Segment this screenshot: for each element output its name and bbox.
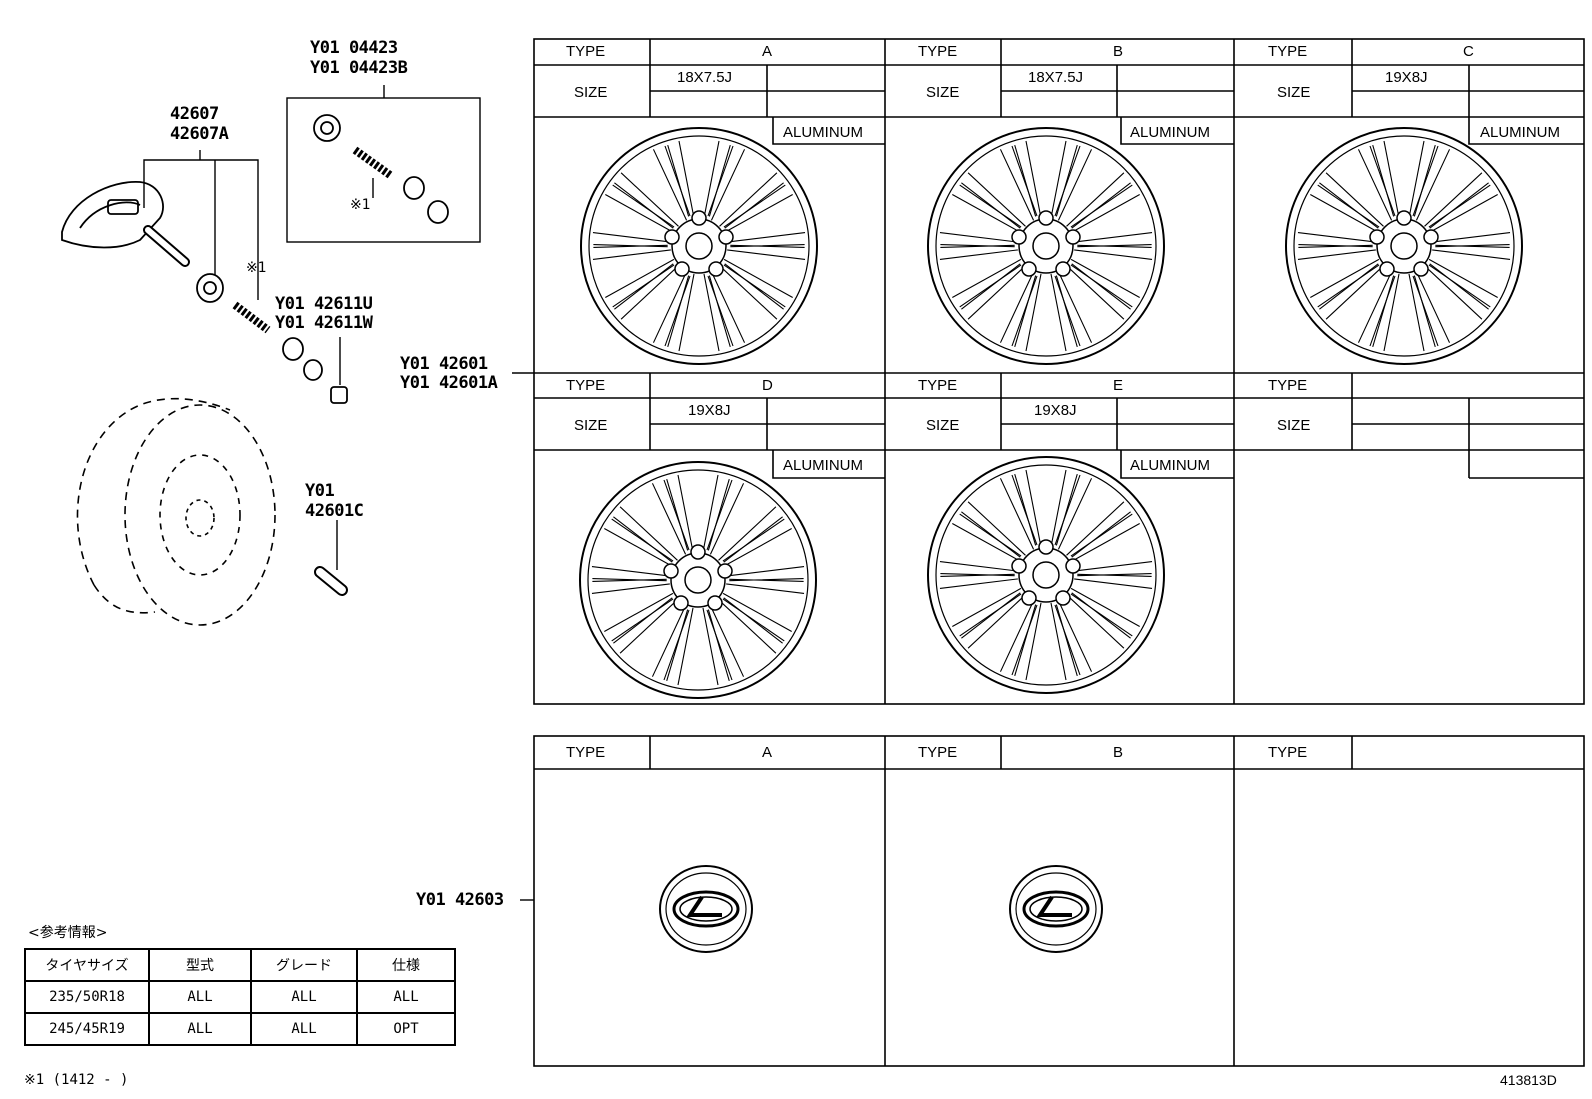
part-number-cap: Y01 42603 (416, 890, 504, 910)
cell-tire-size: 235/50R18 (24, 980, 150, 1014)
header-tire-size: タイヤサイズ (24, 948, 150, 982)
material-b: ALUMINUM (1130, 124, 1211, 141)
note-mark-grommet: ※1 (350, 197, 371, 213)
material-c: ALUMINUM (1480, 124, 1561, 141)
type-value-e: E (1113, 377, 1124, 394)
material-d: ALUMINUM (783, 457, 864, 474)
header-grade: グレード (250, 948, 358, 982)
cell-tire-size: 245/45R19 (24, 1012, 150, 1046)
size-value-d: 19X8J (688, 402, 731, 419)
size-label-a: SIZE (574, 84, 608, 101)
note-mark-valve: ※1 (246, 260, 267, 276)
wheel-e-illustration (928, 457, 1164, 693)
part-number-wheel-1: Y01 42601 (400, 354, 488, 374)
part-number-grommet-2: Y01 04423B (310, 58, 408, 78)
wheel-c-illustration (1286, 128, 1522, 364)
part-number-wheel-2: Y01 42601A (400, 373, 498, 393)
reference-table: タイヤサイズ 型式 グレード 仕様 235/50R18 ALL ALL ALL … (24, 948, 456, 1046)
cell-spec: OPT (356, 1012, 456, 1046)
type-value-b: B (1113, 43, 1124, 60)
table-row: 245/45R19 ALL ALL OPT (24, 1012, 456, 1046)
lexus-cap-b-illustration (1008, 864, 1104, 954)
size-value-e: 19X8J (1034, 402, 1077, 419)
diagram-id: 413813D (1500, 1072, 1557, 1088)
material-e: ALUMINUM (1130, 457, 1211, 474)
size-label-d: SIZE (574, 417, 608, 434)
type-label-a: TYPE (566, 43, 606, 60)
size-value-c: 19X8J (1385, 69, 1428, 86)
part-number-grommet-1: Y01 04423 (310, 38, 398, 58)
cell-grade: ALL (250, 980, 358, 1014)
wheel-b-illustration (928, 128, 1164, 364)
type-label-d: TYPE (566, 377, 606, 394)
footnote: ※1 (1412 - ) (24, 1072, 129, 1088)
cap-type-value-b: B (1113, 744, 1124, 761)
wheel-d-illustration (580, 462, 816, 698)
part-number-valve-2: Y01 42611W (275, 313, 373, 333)
size-value-a: 18X7.5J (677, 69, 733, 86)
cell-grade: ALL (250, 1012, 358, 1046)
cell-model: ALL (148, 980, 252, 1014)
table-row: 235/50R18 ALL ALL ALL (24, 980, 456, 1014)
part-number-sensor-2: 42607A (170, 124, 229, 144)
cap-type-label-a: TYPE (566, 744, 606, 761)
type-value-c: C (1463, 43, 1474, 60)
wheel-a-illustration (581, 128, 817, 364)
lexus-cap-a-illustration (658, 864, 754, 954)
type-value-a: A (762, 43, 773, 60)
header-model: 型式 (148, 948, 252, 982)
header-spec: 仕様 (356, 948, 456, 982)
cap-type-label-b: TYPE (918, 744, 958, 761)
type-value-d: D (762, 377, 773, 394)
cell-spec: ALL (356, 980, 456, 1014)
type-label-b: TYPE (918, 43, 958, 60)
material-a: ALUMINUM (783, 124, 864, 141)
part-number-nut-1: Y01 (305, 481, 335, 501)
size-value-b: 18X7.5J (1028, 69, 1084, 86)
type-label-f: TYPE (1268, 377, 1308, 394)
size-label-e: SIZE (926, 417, 960, 434)
part-number-sensor-1: 42607 (170, 104, 219, 124)
size-label-f: SIZE (1277, 417, 1311, 434)
size-label-b: SIZE (926, 84, 960, 101)
cell-model: ALL (148, 1012, 252, 1046)
part-number-valve-1: Y01 42611U (275, 294, 373, 314)
cap-type-label-c: TYPE (1268, 744, 1308, 761)
type-label-e: TYPE (918, 377, 958, 394)
reference-title: <参考情報> (28, 925, 108, 941)
part-number-nut-2: 42601C (305, 501, 364, 521)
cap-type-value-a: A (762, 744, 773, 761)
size-label-c: SIZE (1277, 84, 1311, 101)
type-label-c: TYPE (1268, 43, 1308, 60)
